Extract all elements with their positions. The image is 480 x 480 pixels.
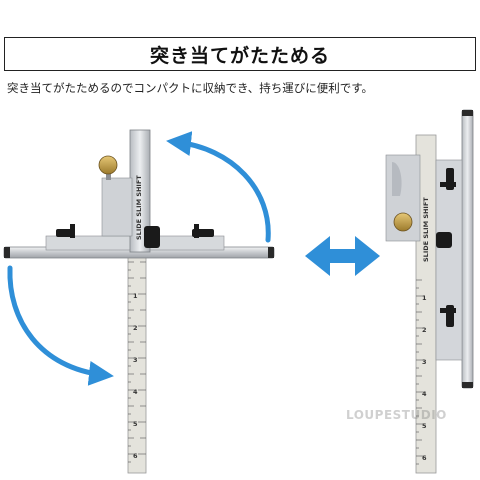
tool-unfolded: SLIDE SLIM SHIFT 1 2 3 4 5 6: [3, 129, 275, 474]
double-arrow-horizontal-icon: [305, 236, 380, 276]
svg-text:4: 4: [422, 390, 427, 398]
svg-text:4: 4: [133, 388, 138, 396]
svg-text:2: 2: [133, 324, 138, 332]
watermark-text: LOUPESTUDIO: [346, 408, 447, 422]
fence-bar-folded: [461, 109, 474, 389]
svg-text:3: 3: [133, 356, 138, 364]
ruler-ticks-right: [416, 279, 424, 465]
brass-knob-right: [393, 212, 413, 232]
svg-text:1: 1: [133, 292, 138, 300]
curved-arrow-clockwise-icon: [166, 131, 271, 243]
svg-text:6: 6: [422, 454, 427, 462]
lock-knobs-right: [436, 168, 456, 327]
lock-knobs-left: [56, 224, 214, 248]
ruler-ticks-left: [128, 261, 146, 463]
svg-text:2: 2: [422, 326, 427, 334]
ruler-numbers-right: 1 2 3 4 5 6: [422, 294, 427, 462]
caption-text: 突き当てがたためるのでコンパクトに収納でき、持ち運びに便利です。: [7, 81, 374, 95]
page-title: 突き当てがたためる: [149, 44, 330, 67]
svg-text:5: 5: [133, 420, 138, 428]
svg-text:1: 1: [422, 294, 427, 302]
title-banner: 突き当てがたためる: [4, 37, 476, 71]
product-label-right: SLIDE SLIM SHIFT: [422, 197, 430, 262]
curved-arrow-down-icon: [7, 265, 114, 386]
brass-knob-left: [98, 155, 118, 175]
svg-text:6: 6: [133, 452, 138, 460]
tool-folded: SLIDE SLIM SHIFT 1 2 3 4 5 6: [385, 109, 474, 474]
product-label-left: SLIDE SLIM SHIFT: [135, 175, 143, 240]
svg-text:3: 3: [422, 358, 427, 366]
ruler-numbers-left: 1 2 3 4 5 6: [133, 292, 138, 460]
svg-text:5: 5: [422, 422, 427, 430]
